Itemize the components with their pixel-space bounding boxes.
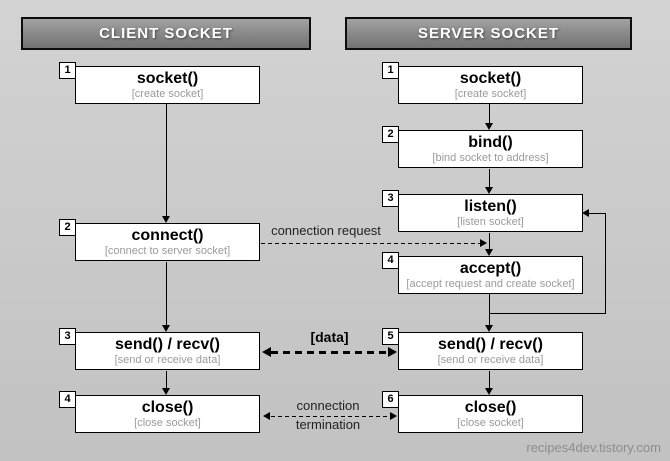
arrow-data-exchange (271, 351, 388, 354)
data-label: [data] (310, 329, 349, 345)
arrowhead-down-icon (485, 325, 493, 332)
step-subtitle: [send or receive data] (437, 354, 544, 366)
step-subtitle: [create socket] (454, 88, 527, 100)
arrow-client-socket-to-connect (166, 104, 167, 217)
arrow-server-bind-to-listen (489, 169, 490, 188)
step-title: close() (141, 399, 194, 416)
loop-accept-to-listen-bottom (489, 313, 606, 314)
server-step-send-recv: 5 send() / recv() [send or receive data] (382, 328, 583, 370)
server-step-close: 6 close() [close socket] (382, 391, 583, 433)
arrowhead-down-icon (485, 123, 493, 130)
client-step-send-recv: 3 send() / recv() [send or receive data] (59, 328, 260, 370)
step-number-badge: 3 (59, 328, 76, 345)
server-step-bind: 2 bind() [bind socket to address] (382, 126, 583, 168)
arrowhead-down-icon (485, 388, 493, 395)
step-title: close() (464, 399, 517, 416)
arrowhead-left-icon (582, 209, 589, 217)
step-number-badge: 2 (382, 126, 399, 143)
step-subtitle: [bind socket to address] (432, 152, 549, 164)
step-subtitle: [listen socket] (457, 216, 524, 228)
step-title: connect() (131, 227, 204, 244)
step-subtitle: [send or receive data] (114, 354, 221, 366)
arrowhead-down-icon (162, 325, 170, 332)
step-title: listen() (464, 198, 517, 215)
step-subtitle: [close socket] (457, 417, 524, 429)
arrow-connection-request (261, 243, 481, 244)
server-socket-header: SERVER SOCKET (345, 17, 632, 50)
step-number-badge: 4 (59, 391, 76, 408)
server-step-listen: 3 listen() [listen socket] (382, 190, 583, 232)
step-number-badge: 2 (59, 219, 76, 236)
arrowhead-left-icon (262, 347, 271, 357)
step-title: socket() (459, 70, 522, 87)
step-title: bind() (468, 134, 513, 151)
server-step-accept: 4 accept() [accept request and create so… (382, 252, 583, 294)
client-socket-header: CLIENT SOCKET (21, 17, 311, 50)
step-subtitle: [connect to server socket] (104, 245, 231, 257)
arrow-client-connect-to-sendrecv (166, 262, 167, 326)
step-number-badge: 1 (59, 62, 76, 79)
arrowhead-down-icon (485, 249, 493, 256)
arrowhead-down-icon (162, 216, 170, 223)
arrow-connection-termination (271, 416, 390, 417)
server-step-socket: 1 socket() [create socket] (382, 62, 583, 104)
arrow-client-sendrecv-to-close (166, 371, 167, 389)
arrowhead-left-icon (263, 412, 270, 420)
step-number-badge: 1 (382, 62, 399, 79)
step-number-badge: 6 (382, 391, 399, 408)
loop-accept-to-listen-top (589, 213, 606, 214)
step-number-badge: 5 (382, 328, 399, 345)
step-number-badge: 4 (382, 252, 399, 269)
connection-request-label: connection request (271, 223, 381, 238)
client-step-connect: 2 connect() [connect to server socket] (59, 219, 260, 261)
loop-accept-to-listen-right (605, 213, 606, 314)
client-step-close: 4 close() [close socket] (59, 391, 260, 433)
arrow-server-accept-to-sendrecv (489, 294, 490, 326)
step-title: send() / recv() (115, 336, 220, 353)
watermark-text: recipes4dev.tistory.com (526, 440, 661, 455)
step-title: accept() (459, 260, 522, 277)
arrowhead-right-icon (388, 347, 397, 357)
arrowhead-down-icon (162, 388, 170, 395)
step-subtitle: [create socket] (131, 88, 204, 100)
connection-termination-label-line1: connection (296, 398, 360, 413)
step-subtitle: [accept request and create socket] (406, 278, 575, 290)
arrow-server-listen-to-accept (489, 233, 490, 250)
arrow-server-sendrecv-to-close (489, 371, 490, 389)
step-title: send() / recv() (438, 336, 543, 353)
arrowhead-down-icon (485, 187, 493, 194)
step-title: socket() (136, 70, 199, 87)
arrow-server-socket-to-bind (489, 104, 490, 124)
arrowhead-right-icon (480, 239, 487, 247)
client-step-socket: 1 socket() [create socket] (59, 62, 260, 104)
arrowhead-right-icon (390, 412, 397, 420)
connection-termination-label-line2: termination (295, 417, 361, 432)
step-subtitle: [close socket] (134, 417, 201, 429)
step-number-badge: 3 (382, 190, 399, 207)
